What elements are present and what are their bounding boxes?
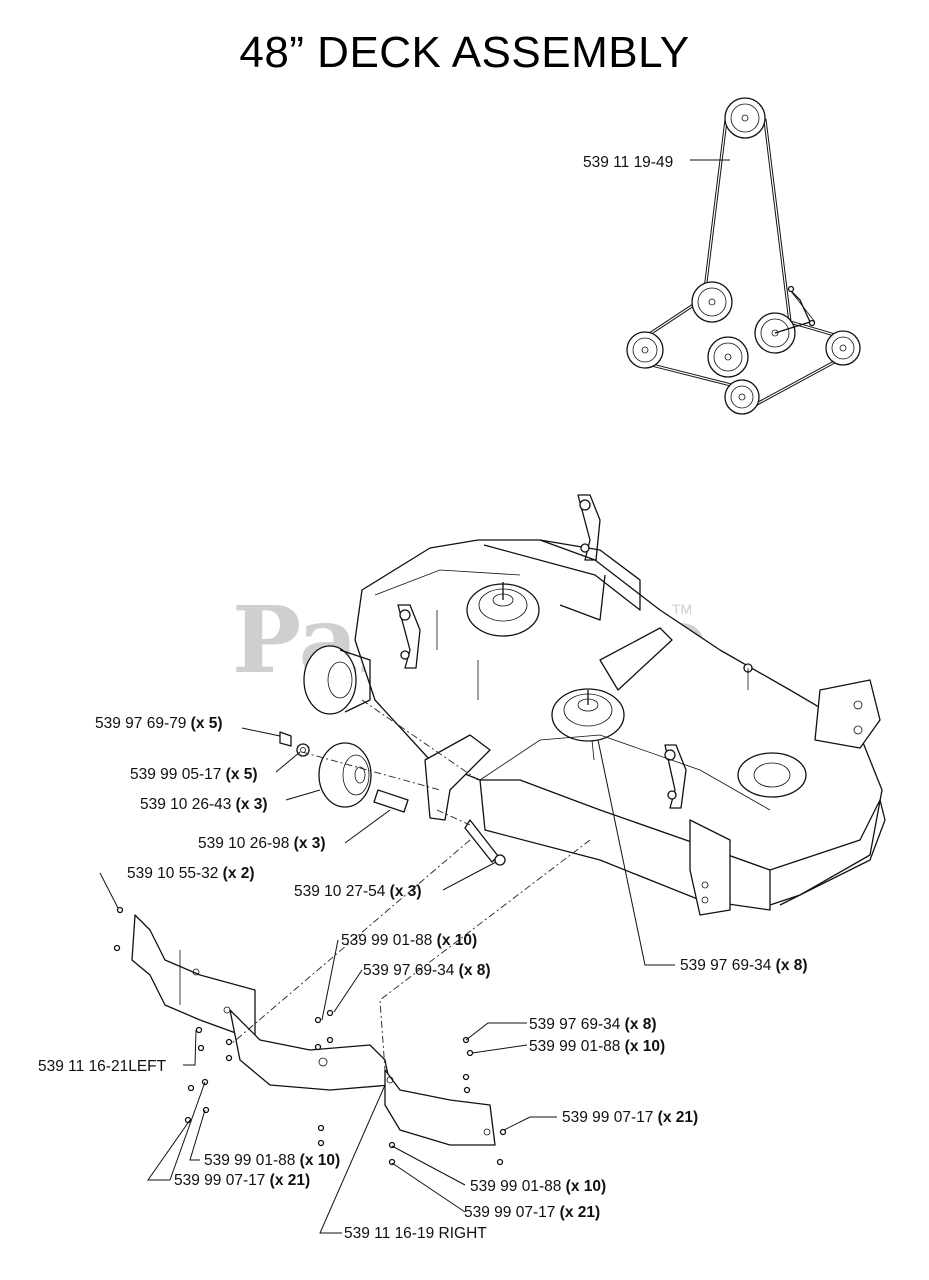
callout-bolt-deck: 539 97 69-34 (x 8) [680,957,808,974]
right-spindle-pulley [825,330,861,366]
height-adjust-link-left [397,604,421,669]
center-idler-pulley [707,336,749,378]
left-idler-pulley [691,281,733,323]
callout-nut-wheel: 539 97 69-79 (x 5) [95,715,223,732]
idler-arm [774,285,816,334]
callout-wheel: 539 10 26-43 (x 3) [140,796,268,813]
right-shield [384,1069,496,1146]
callout-nut-left-bottom: 539 99 07-17 (x 21) [174,1172,310,1189]
top-pulley [724,97,766,139]
leader-lines [99,159,730,1234]
height-adjust-link-rear [577,494,601,561]
callout-bolt-center-top: 539 97 69-34 (x 8) [363,962,491,979]
center-spindle [551,688,625,742]
height-adjust-link-front [664,744,687,809]
construction-lines [229,699,591,1071]
callout-washer-center-top: 539 99 01-88 (x 10) [341,932,477,949]
deck-wheel-rear [303,645,371,715]
right-spindle-opening [737,752,807,798]
callout-washer-right-shield: 539 99 01-88 (x 10) [529,1038,665,1055]
mower-deck [303,494,886,916]
watermark-tm: TM [672,601,692,617]
callout-spacer: 539 10 26-98 (x 3) [198,835,326,852]
center-spindle-pulley [724,379,760,415]
callouts: 539 11 19-49 539 97 69-79 (x 5) 539 99 0… [38,154,808,1242]
callout-shield-bolt: 539 10 55-32 (x 2) [127,865,255,882]
callout-washer-left-bottom: 539 99 01-88 (x 10) [204,1152,340,1169]
rear-spindle [466,582,540,637]
callout-nut-right-shield: 539 99 07-17 (x 21) [562,1109,698,1126]
callout-wheel-bolt: 539 10 27-54 (x 3) [294,883,422,900]
left-spindle-pulley [626,331,664,369]
callout-right-shield: 539 11 16-19 RIGHT [344,1225,487,1242]
callout-nut-right-bottom: 539 99 07-17 (x 21) [464,1204,600,1221]
callout-washer-wheel: 539 99 05-17 (x 5) [130,766,258,783]
callout-belt: 539 11 19-49 [583,154,673,171]
belt-pulley-system [626,97,861,415]
front-wheel-exploded [279,731,506,866]
callout-left-shield: 539 11 16-21LEFT [38,1058,167,1075]
callout-washer-right-bottom: 539 99 01-88 (x 10) [470,1178,606,1195]
callout-bolt-right-shield: 539 97 69-34 (x 8) [529,1016,657,1033]
page-title: 48” DECK ASSEMBLY [239,28,690,77]
